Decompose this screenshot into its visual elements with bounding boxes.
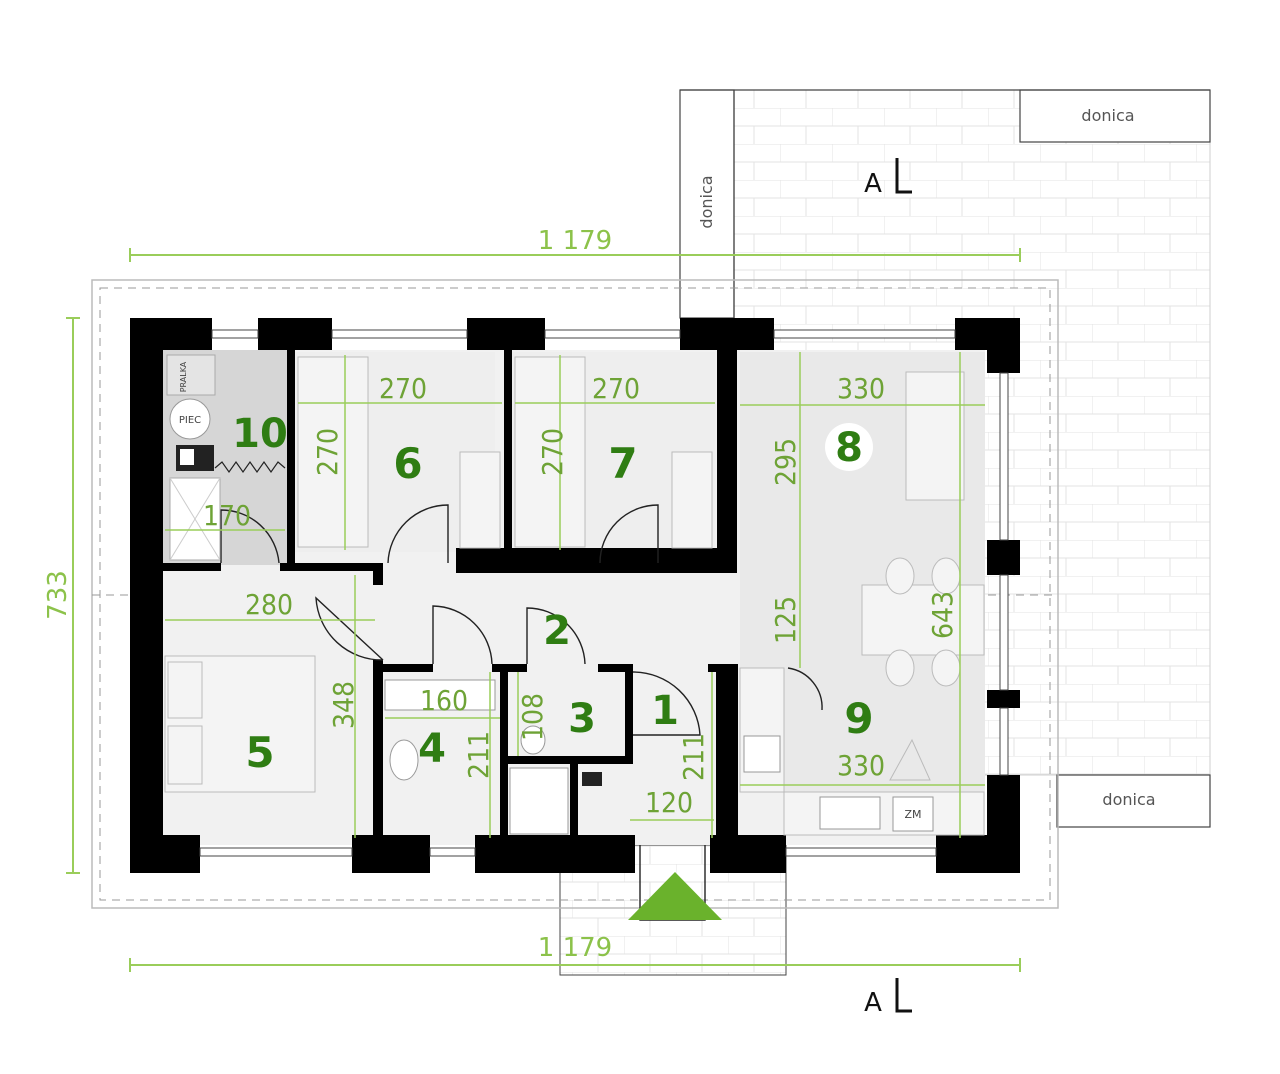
meter-box: [582, 772, 602, 786]
entrance-arrow-icon: [628, 872, 722, 920]
room-number-4: 4: [418, 726, 446, 772]
dim-overall-depth: 733: [43, 570, 73, 620]
toilet: [520, 725, 546, 755]
dim-corridor-width: 280: [245, 588, 293, 621]
dim-room9-width: 330: [837, 749, 885, 782]
section-arrow-icon: [895, 978, 912, 1013]
room-number-2: 2: [543, 608, 571, 654]
label-planter-right: donica: [1102, 790, 1155, 809]
dim-room6-depth: 270: [311, 428, 344, 476]
room-number-1: 1: [651, 688, 679, 734]
label-washer: PRALKA: [179, 361, 188, 392]
cooktop: [743, 735, 781, 773]
room-number-9: 9: [844, 694, 873, 743]
dim-room8-width: 330: [837, 372, 885, 405]
interior-walls: [163, 350, 738, 839]
dim-room7-width: 270: [592, 372, 640, 405]
dim-room10-width: 170: [203, 499, 251, 532]
boiler: [169, 398, 211, 440]
outer-walls: [130, 318, 1020, 873]
dim-room3-depth: 108: [516, 693, 549, 741]
section-arrow-icon: [895, 158, 912, 194]
bed-room-7: [514, 356, 586, 548]
room-8-badge: [825, 423, 873, 471]
kitchen-counter: [783, 791, 985, 836]
section-label-bottom: A: [864, 988, 882, 1018]
label-boiler: PIEC: [179, 415, 201, 426]
dim-room4-depth: 211: [462, 731, 495, 779]
fridge: [892, 796, 934, 832]
dim-overall-width-top: 1 179: [538, 226, 612, 256]
kitchen-counter-side: [739, 667, 785, 793]
dim-room5-depth: 348: [327, 681, 360, 729]
dim-room4-width: 160: [420, 684, 468, 717]
dim-room1-depth: 211: [677, 733, 710, 781]
label-fridge: ZM: [904, 808, 921, 821]
dim-overall-width-bottom: 1 179: [538, 933, 612, 963]
room-number-7: 7: [608, 439, 637, 488]
roof-outline: [91, 279, 1059, 909]
room-number-5: 5: [245, 728, 274, 777]
dining-table: [861, 584, 985, 656]
furniture: [164, 354, 985, 836]
section-marker-top: A: [864, 158, 912, 199]
dim-room6-width: 270: [379, 372, 427, 405]
room-number-6: 6: [393, 439, 422, 488]
dim-room1-width: 120: [645, 786, 693, 819]
sofa: [905, 371, 965, 501]
dim-hall-depth: 125: [769, 596, 802, 644]
room-number-8: 8: [835, 425, 863, 471]
room-number-3: 3: [568, 696, 596, 742]
dim-living-total-depth: 643: [926, 591, 959, 639]
washing-machine: [166, 354, 216, 396]
label-planter-top-right: donica: [1081, 106, 1134, 125]
dim-room8-depth: 295: [769, 438, 802, 486]
section-label-top: A: [864, 169, 882, 199]
windows: [199, 329, 1009, 857]
room-number-10: 10: [232, 411, 288, 457]
dimension-lines: [66, 248, 1021, 972]
bathtub: [384, 679, 496, 711]
dim-room7-depth: 270: [536, 428, 569, 476]
bed-room-6: [297, 356, 369, 548]
label-planter-top-left: donica: [697, 175, 716, 228]
planter-right: [1056, 774, 1211, 828]
section-marker-bottom: A: [864, 978, 912, 1018]
washbasin: [389, 739, 419, 781]
shower: [509, 767, 569, 835]
